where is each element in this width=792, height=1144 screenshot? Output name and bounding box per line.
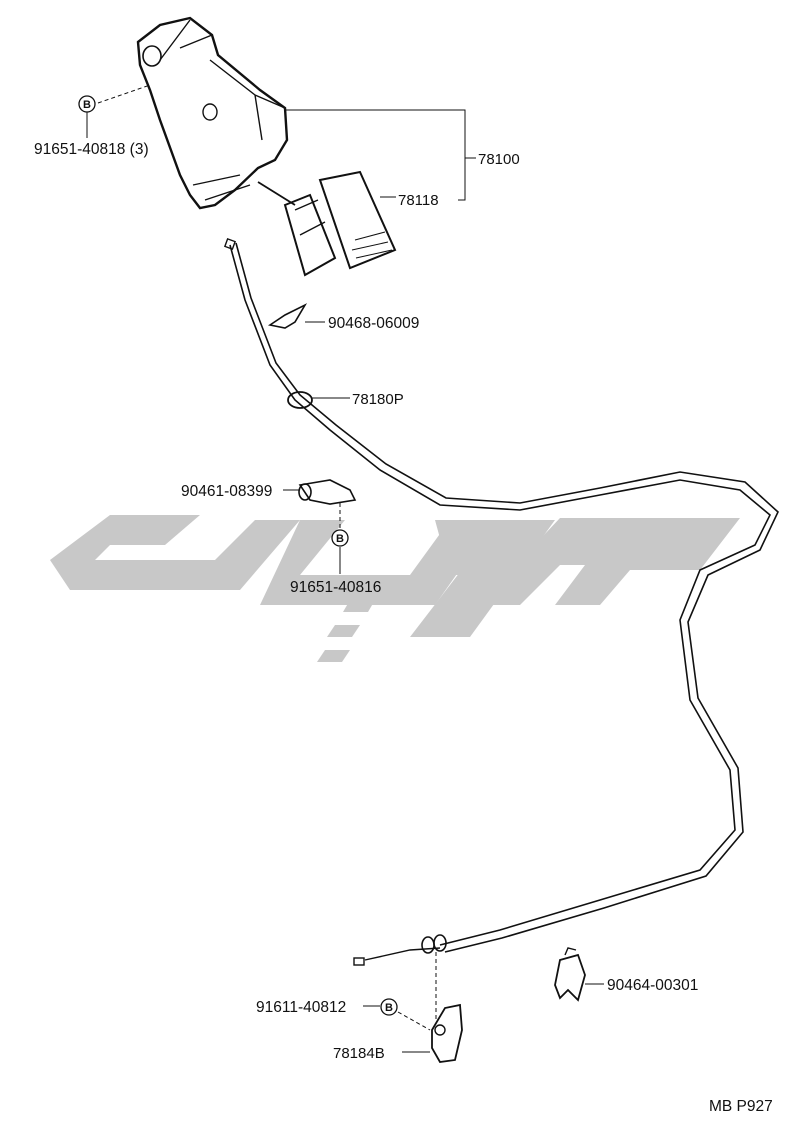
bracket-78184b-illustration <box>431 1003 463 1063</box>
label-90461-08399: 90461-08399 <box>181 483 272 500</box>
accelerator-cable-illustration <box>223 237 779 966</box>
clip-90468-illustration <box>267 303 308 329</box>
label-78180p: 78180P <box>352 391 404 408</box>
clip-90464-illustration <box>554 947 586 1002</box>
watermark-logo <box>50 515 740 662</box>
bolt-marker-top: B <box>78 95 96 113</box>
label-90468-06009: 90468-06009 <box>328 315 419 332</box>
svg-text:B: B <box>336 533 344 545</box>
pedal-bracket-illustration <box>136 16 296 210</box>
label-78100: 78100 <box>478 151 520 168</box>
svg-text:B: B <box>385 1002 393 1014</box>
label-78118: 78118 <box>398 192 439 209</box>
leader-lines <box>86 84 604 1053</box>
label-91651-40818: 91651-40818 (3) <box>34 141 149 158</box>
label-90464-00301: 90464-00301 <box>607 977 698 994</box>
label-91651-40816: 91651-40816 <box>290 579 381 596</box>
label-91611-40812: 91611-40812 <box>256 999 346 1016</box>
bolt-marker-bottom: B <box>380 998 398 1016</box>
svg-text:B: B <box>83 99 91 111</box>
bolt-marker-middle: B <box>331 529 349 547</box>
label-78184b: 78184B <box>333 1045 385 1062</box>
clamp-90461-illustration <box>298 479 357 505</box>
pedal-pad-illustration <box>283 170 397 277</box>
page-code: MB P927 <box>709 1098 773 1115</box>
